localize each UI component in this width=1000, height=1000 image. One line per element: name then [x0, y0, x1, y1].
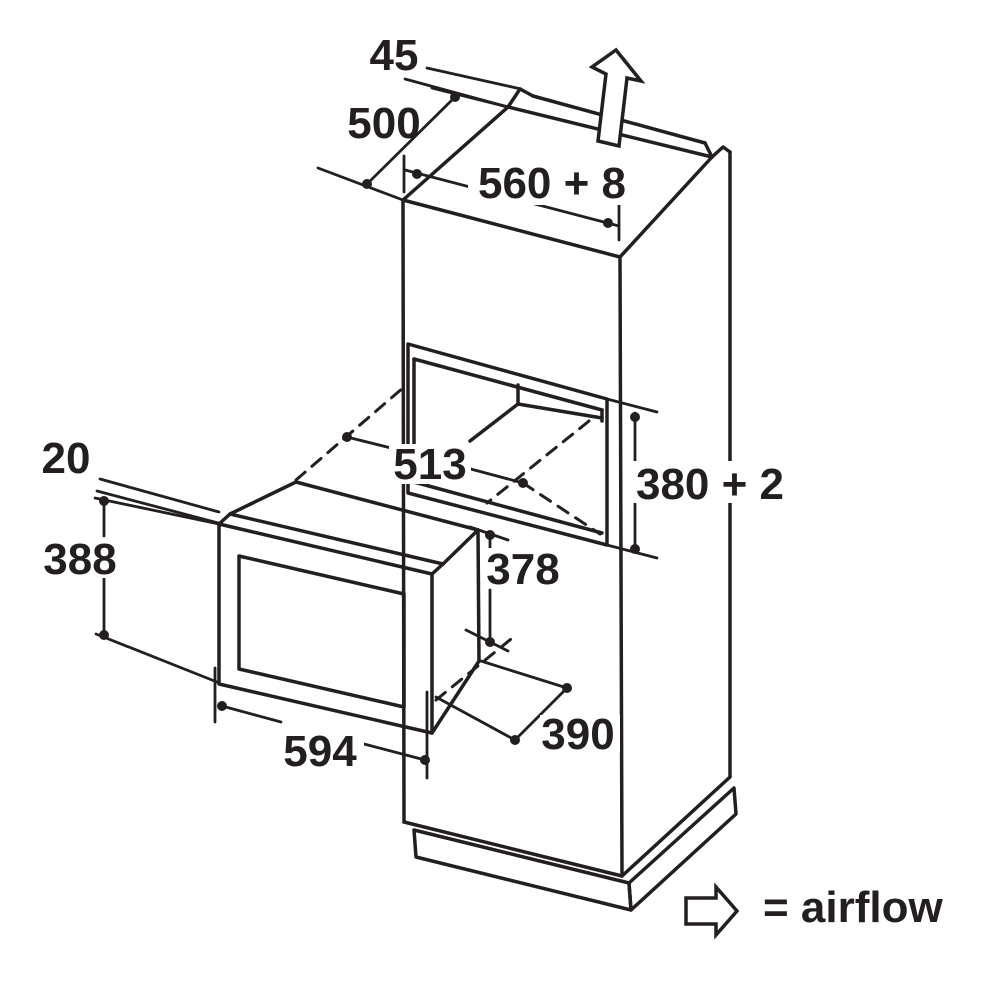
cabinet-top-rear-strip-right-notch	[703, 141, 732, 159]
dim-label-body-width: 513	[393, 440, 466, 489]
dim-594-line-right	[362, 742, 427, 762]
niche-interior-back-line	[516, 402, 604, 420]
cabinet-top-rear-strip-left-cap	[506, 87, 535, 109]
projection-lines	[294, 385, 602, 702]
appliance-frame-top-back-edge	[228, 512, 445, 566]
appliance-body-back-right-edge	[476, 528, 481, 663]
niche-inner-top-edge	[412, 357, 604, 412]
dimension-labels: 45 500 560 + 8 513 380 + 2 378 20 388 59…	[42, 31, 784, 776]
dim-label-frame-height: 388	[43, 535, 116, 584]
appliance-frame-top-right-bevel	[430, 562, 445, 576]
dim-20-line-lower	[95, 489, 224, 526]
appliance-body-top-back-edge	[294, 480, 480, 532]
airflow-legend-label: = airflow	[763, 883, 943, 932]
dim-label-body-depth: 390	[541, 710, 614, 759]
airflow-right-arrow-icon	[684, 882, 740, 940]
niche-inner-bottom-edge	[412, 480, 604, 535]
appliance-body-top-left-edge	[228, 480, 298, 516]
dim-594-line-left	[220, 704, 283, 724]
dim-388-ext-top	[93, 496, 221, 526]
label-backplates	[40, 163, 794, 769]
dim-45-line-upper	[425, 66, 523, 91]
dim-500-ext-back	[430, 86, 510, 109]
dim-label-niche-width: 560 + 8	[478, 159, 626, 208]
dim-390-line	[513, 686, 569, 742]
projection-line-right	[485, 419, 591, 505]
dim-513-line-left	[345, 435, 393, 450]
dim-label-niche-height: 380 + 2	[636, 460, 784, 509]
airflow-up-arrow-icon	[588, 47, 646, 149]
projection-line-diagonal-upper	[521, 481, 602, 536]
appliance-body-top-right-edge	[441, 528, 480, 566]
cabinet-bottom-side-edge	[620, 775, 732, 878]
dim-500-line	[365, 95, 457, 186]
dim-380-ext-top	[605, 397, 659, 414]
dim-label-top-rear-gap: 45	[370, 31, 419, 80]
dim-390-ext-back	[479, 659, 569, 690]
dim-label-frame-protrusion: 20	[42, 434, 91, 483]
appliance-door-window	[237, 554, 406, 709]
dim-20-line-upper	[98, 477, 221, 514]
dimension-lines	[93, 66, 659, 780]
dim-label-body-height: 378	[486, 545, 559, 594]
dim-390-ext-front	[434, 695, 517, 742]
dim-388-ext-bottom	[94, 632, 219, 684]
airflow: = airflow	[588, 47, 943, 940]
dim-label-frame-width: 594	[283, 727, 357, 776]
appliance	[217, 480, 481, 735]
niche-interior-left-wall-line	[468, 402, 520, 443]
plinth-side-face	[627, 786, 738, 912]
dim-513-line-right	[465, 466, 525, 485]
projection-line-diagonal-lower	[434, 633, 518, 702]
dim-label-top-panel-depth: 500	[347, 99, 420, 148]
dim-500-ext-front	[316, 166, 405, 202]
cabinet-bottom-front-edge	[402, 820, 624, 878]
cabinet-front-right-edge	[618, 255, 624, 878]
